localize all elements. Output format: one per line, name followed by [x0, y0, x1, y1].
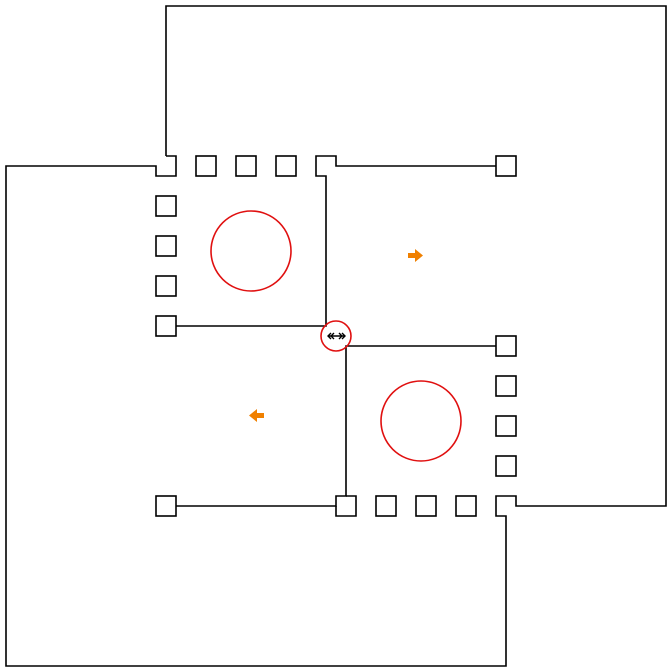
column-block — [495, 155, 517, 177]
lower-corridor-notch — [335, 495, 357, 517]
arrow-left-icon — [249, 409, 264, 422]
lower-corridor-wall — [176, 345, 496, 507]
columns — [155, 155, 517, 517]
column-block — [495, 455, 517, 477]
walls — [5, 5, 667, 667]
column-block — [155, 495, 177, 517]
column-block — [195, 155, 217, 177]
column-block — [415, 495, 437, 517]
double-arrow-icon — [327, 332, 346, 340]
zones — [210, 210, 462, 462]
column-block — [495, 375, 517, 397]
column-block — [455, 495, 477, 517]
arrows — [249, 249, 423, 422]
column-block — [155, 235, 177, 257]
column-block — [235, 155, 257, 177]
center-junction-circle — [320, 320, 352, 352]
top-right-room-wall — [5, 5, 667, 667]
column-block — [275, 155, 297, 177]
column-block — [375, 495, 397, 517]
column-block — [495, 335, 517, 357]
column-block — [155, 315, 177, 337]
arrow-right-icon — [408, 249, 423, 262]
column-block — [155, 195, 177, 217]
lower-right-zone-circle — [380, 380, 462, 462]
upper-left-zone-circle — [210, 210, 292, 292]
upper-corridor-wall — [176, 155, 496, 327]
column-block — [155, 275, 177, 297]
column-block — [495, 415, 517, 437]
